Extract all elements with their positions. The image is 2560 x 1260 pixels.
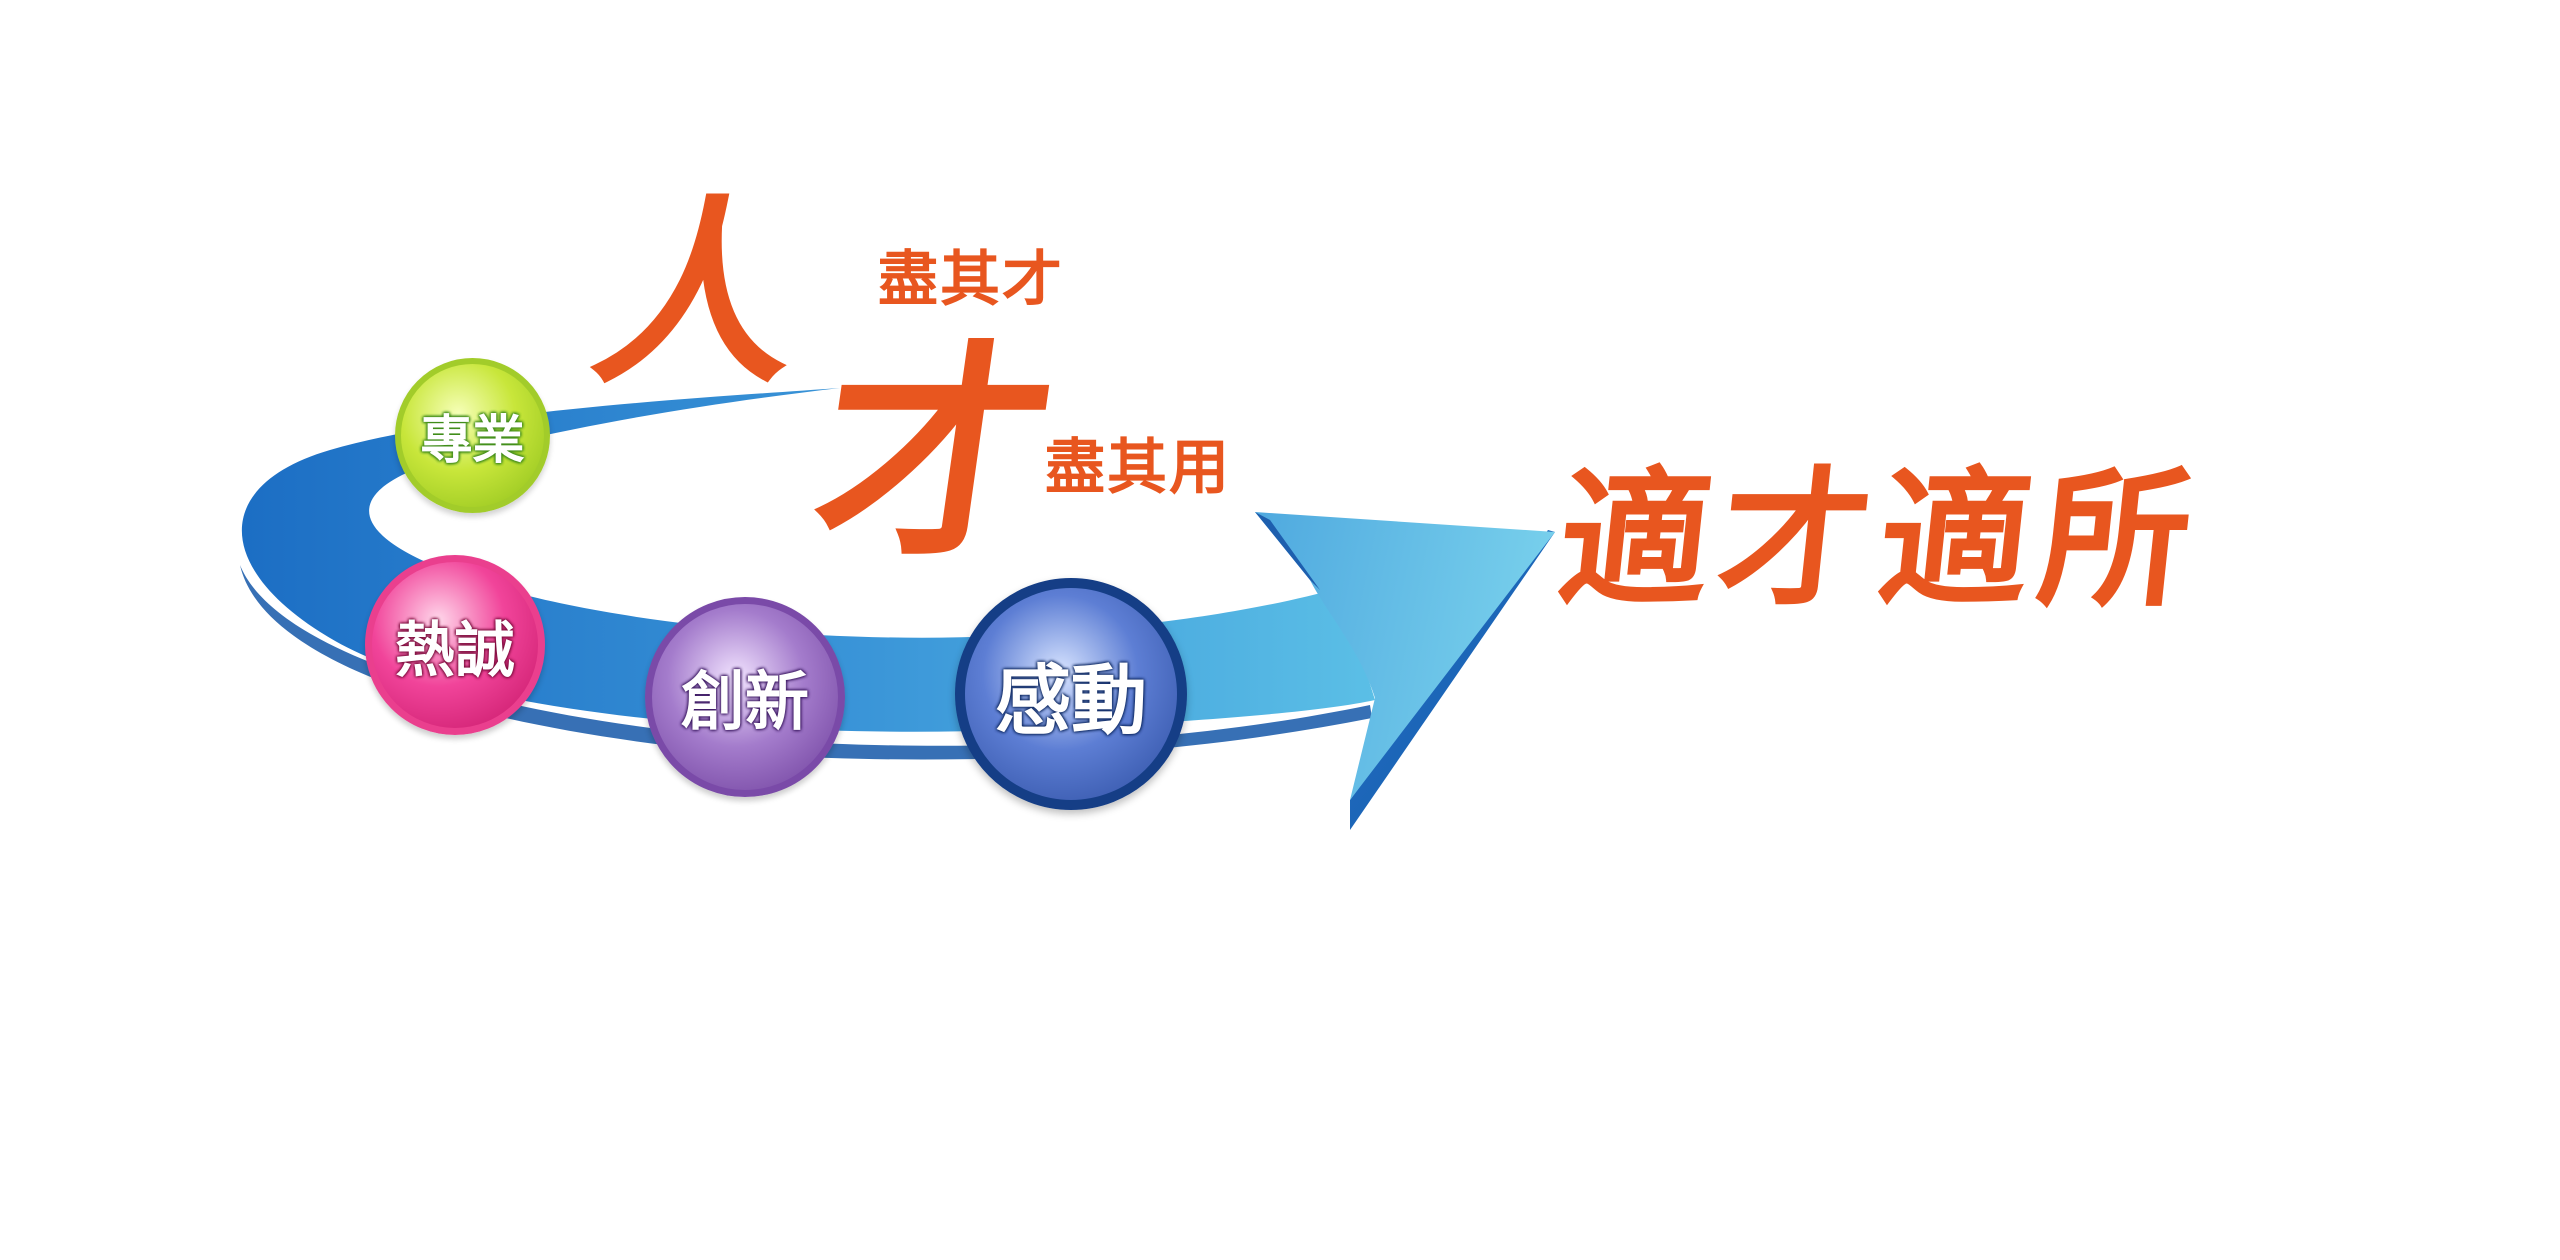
- value-badge-label: 專業: [420, 411, 525, 471]
- phrase-mid: 盡其用: [1045, 433, 1231, 503]
- value-badge-label: 感動: [995, 656, 1147, 745]
- value-badge-label: 創新: [681, 666, 809, 740]
- arrow-head-shadow: [1255, 512, 1320, 590]
- value-badge-touching: 感動: [955, 578, 1187, 810]
- headline-char-cai: 才: [801, 320, 1069, 590]
- phrase-top: 盡其才: [878, 245, 1064, 315]
- headline-char-ren: 人: [579, 177, 821, 412]
- arrow-head-side: [1350, 530, 1555, 830]
- arrow-head: [1255, 512, 1555, 800]
- slogan: 適才適所: [1550, 452, 2210, 628]
- value-badge-label: 熱誠: [395, 615, 515, 686]
- value-badge-passion: 熱誠: [365, 555, 545, 735]
- value-badge-innovation: 創新: [645, 597, 845, 797]
- swoosh-edge: [240, 565, 1372, 760]
- value-badge-professional: 專業: [395, 358, 550, 513]
